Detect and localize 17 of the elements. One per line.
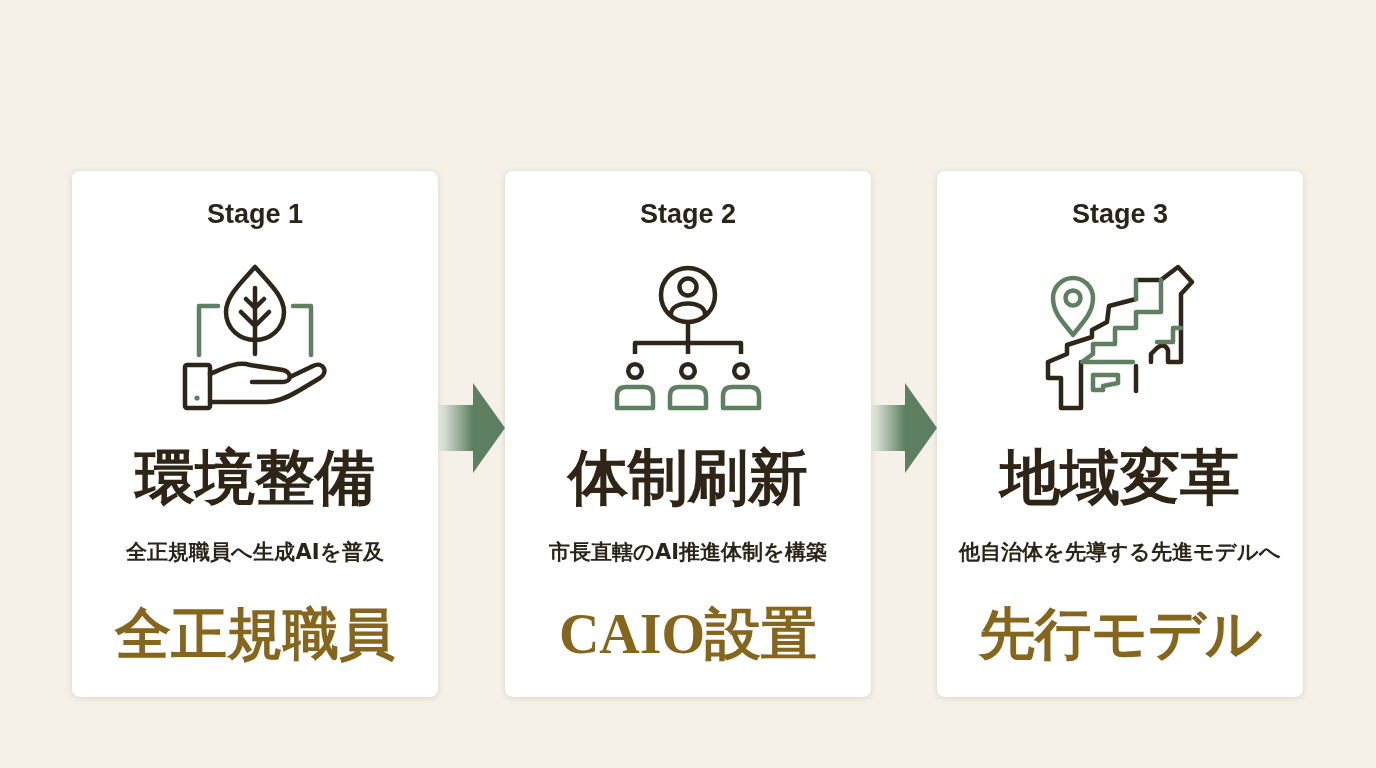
arrow xyxy=(438,383,505,473)
highlight-text: 全正規職員 xyxy=(115,604,395,666)
arrow xyxy=(871,383,937,473)
stage-title: 体制刷新 xyxy=(568,445,808,511)
stage-label: Stage 3 xyxy=(1072,199,1168,231)
stage-title: 環境整備 xyxy=(135,445,375,511)
stage-card xyxy=(505,171,871,697)
stage-description: 他自治体を先導する先進モデルへ xyxy=(959,540,1281,566)
stage-title: 地域変革 xyxy=(1000,445,1240,511)
highlight-text: CAIO設置 xyxy=(558,604,818,666)
stage-card xyxy=(937,171,1303,697)
stage-description: 全正規職員へ生成AIを普及 xyxy=(126,540,384,566)
stage-label: Stage 1 xyxy=(207,199,303,231)
highlight-text: 先行モデル xyxy=(978,604,1262,666)
stage-description: 市長直轄のAI推進体制を構築 xyxy=(548,540,828,566)
stage-label: Stage 2 xyxy=(640,199,736,231)
stage-card xyxy=(72,171,438,697)
